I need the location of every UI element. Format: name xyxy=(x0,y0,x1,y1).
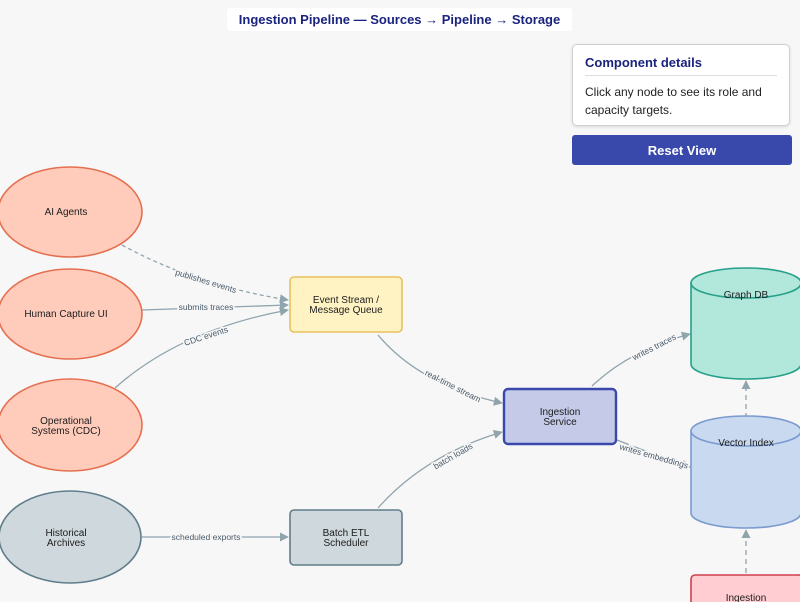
node-label: Graph DB xyxy=(724,290,769,301)
node-vector-index[interactable]: Vector Index xyxy=(690,415,800,529)
edge-submits-traces xyxy=(141,300,289,311)
edge-publishes-events xyxy=(121,244,289,304)
page-title: Ingestion Pipeline — Sources → Pipeline … xyxy=(227,8,572,31)
node-label-line-2: Systems (CDC) xyxy=(31,426,100,437)
edge-batch-loads xyxy=(377,429,503,509)
edge-label-batch-loads: batch loads xyxy=(432,441,475,471)
edge-label-cdc-events: CDC events xyxy=(183,324,230,348)
node-operational-systems[interactable]: Operational Systems (CDC) xyxy=(0,378,143,472)
panel-description: Click any node to see its role and capac… xyxy=(585,85,762,117)
node-batch-etl-scheduler[interactable]: Batch ETL Scheduler xyxy=(289,509,403,566)
node-label-line-2: Archives xyxy=(47,538,85,549)
node-human-capture-ui[interactable]: Human Capture UI xyxy=(0,268,143,360)
node-label-line-1: Historical xyxy=(45,528,86,539)
node-historical-archives[interactable]: Historical Archives xyxy=(0,490,142,584)
node-label-line-2: Service xyxy=(543,417,577,428)
edge-label-writes-embeddings: writes embeddings xyxy=(618,441,690,470)
node-label-line-1: Ingestion xyxy=(540,407,581,418)
reset-view-button[interactable]: Reset View xyxy=(572,135,792,165)
node-label-line-2: Scheduler xyxy=(323,538,369,549)
node-label: Vector Index xyxy=(718,438,774,449)
edge-label-publishes-events: publishes events xyxy=(174,267,237,295)
node-label-line-1: Event Stream / xyxy=(313,295,379,306)
edge-real-time-stream xyxy=(377,334,503,406)
edge-label-writes-traces: writes traces xyxy=(630,332,678,363)
edge-writes-embeddings xyxy=(616,439,691,469)
edge-label-real-time-stream: real-time stream xyxy=(423,368,482,405)
node-label-line-1: Operational xyxy=(40,416,92,427)
component-details-panel: Component details Click any node to see … xyxy=(572,44,790,126)
node-ingestion-service[interactable]: Ingestion Service xyxy=(502,387,618,446)
edge-writes-traces xyxy=(591,331,691,387)
edge-label-submits-traces: submits traces xyxy=(179,302,234,312)
edge-label-scheduled-exports: scheduled exports xyxy=(172,532,241,542)
node-label: AI Agents xyxy=(45,207,88,218)
node-label: Ingestion xyxy=(726,593,767,602)
node-ai-agents[interactable]: AI Agents xyxy=(0,166,143,258)
node-event-stream[interactable]: Event Stream / Message Queue xyxy=(289,276,403,333)
node-ingestion-partial[interactable]: Ingestion xyxy=(690,574,800,602)
edge-cdc-events xyxy=(114,307,289,389)
edges xyxy=(114,244,751,573)
node-label-line-1: Batch ETL xyxy=(323,528,370,539)
node-label: Human Capture UI xyxy=(24,309,107,320)
node-graph-db[interactable]: Graph DB xyxy=(690,267,800,380)
panel-heading: Component details xyxy=(585,55,777,76)
node-label-line-2: Message Queue xyxy=(309,305,383,316)
